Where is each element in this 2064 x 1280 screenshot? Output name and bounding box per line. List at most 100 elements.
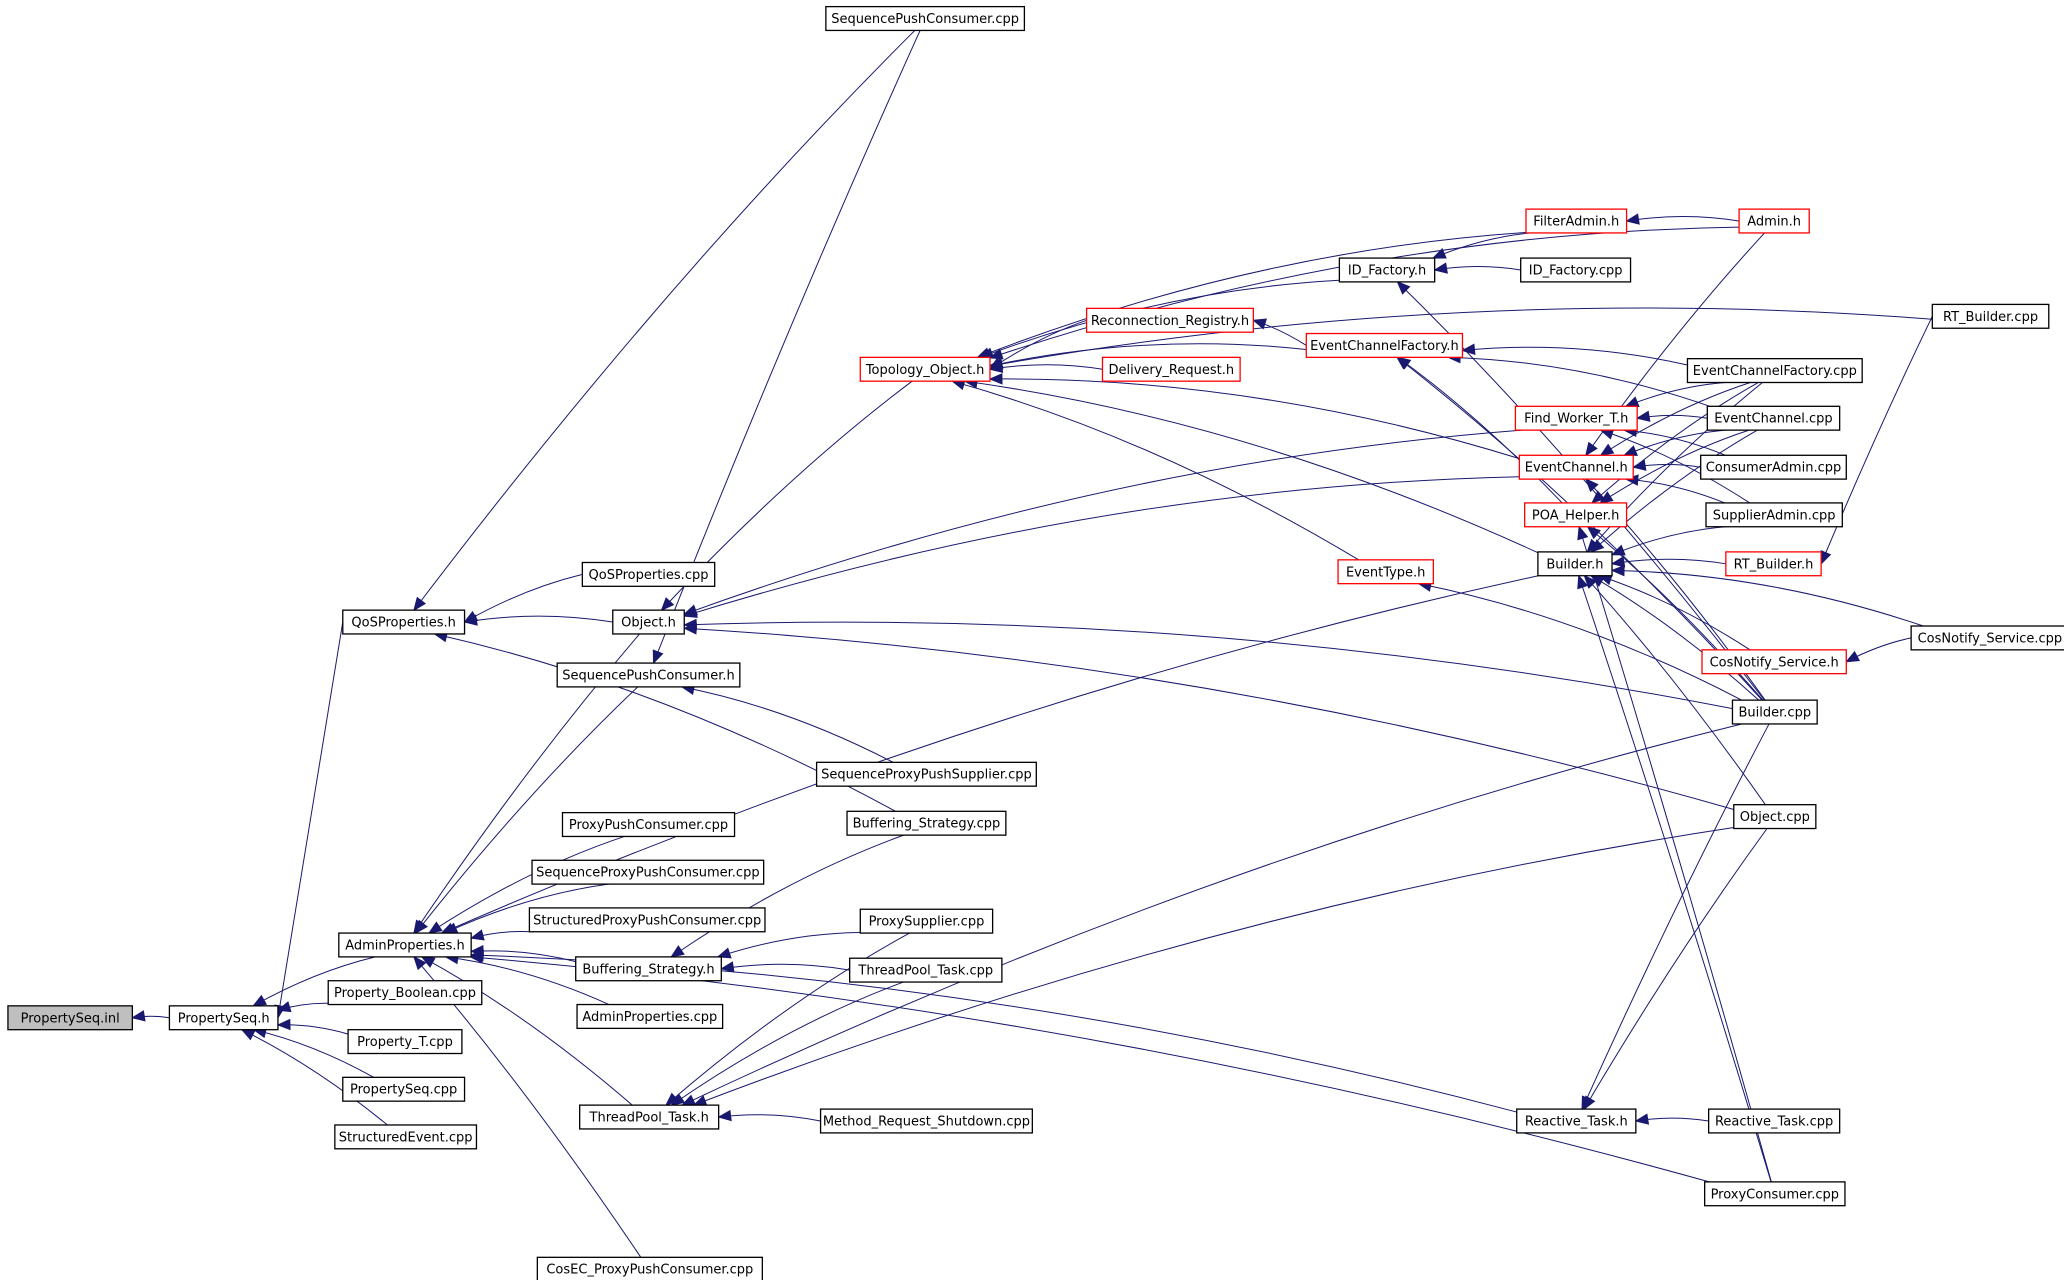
edge-filteradmin-h-to-topology-object-h bbox=[977, 231, 1527, 358]
node-supplieradmin-cpp[interactable]: SupplierAdmin.cpp bbox=[1705, 502, 1843, 528]
node-method-request-shutdown-cpp[interactable]: Method_Request_Shutdown.cpp bbox=[819, 1108, 1033, 1134]
node-property-boolean-cpp[interactable]: Property_Boolean.cpp bbox=[327, 980, 483, 1006]
node-threadpool-task-cpp[interactable]: ThreadPool_Task.cpp bbox=[849, 957, 1003, 983]
node-property-t-cpp[interactable]: Property_T.cpp bbox=[347, 1029, 463, 1055]
arrowhead-poa-helper-h bbox=[1591, 490, 1606, 504]
node-poa-helper-h[interactable]: POA_Helper.h bbox=[1524, 502, 1628, 528]
edge-delivery-request-h-to-topology-object-h bbox=[989, 364, 1103, 370]
node-qosproperties-h[interactable]: QoSProperties.h bbox=[342, 609, 466, 635]
arrowhead-poa-helper-h bbox=[1586, 525, 1601, 540]
arrowhead-filteradmin-h bbox=[1625, 213, 1640, 225]
node-buffering-strategy-cpp[interactable]: Buffering_Strategy.cpp bbox=[846, 810, 1007, 836]
node-label: SequencePushConsumer.cpp bbox=[831, 12, 1019, 27]
arrowhead-propertyseq-h bbox=[276, 1001, 292, 1013]
node-box bbox=[1518, 454, 1634, 480]
node-label: Object.cpp bbox=[1740, 810, 1810, 825]
node-builder-h[interactable]: Builder.h bbox=[1537, 551, 1613, 577]
node-qosproperties-cpp[interactable]: QoSProperties.cpp bbox=[581, 561, 716, 587]
node-box bbox=[561, 811, 736, 838]
node-delivery-request-h[interactable]: Delivery_Request.h bbox=[1101, 356, 1241, 382]
arrowhead-builder-h bbox=[1610, 564, 1625, 577]
node-box bbox=[576, 1003, 724, 1030]
node-sequenceproxypushsupplier-cpp[interactable]: SequenceProxyPushSupplier.cpp bbox=[815, 761, 1037, 787]
arrowhead-adminproperties-h bbox=[420, 956, 436, 968]
node-consumeradmin-cpp[interactable]: ConsumerAdmin.cpp bbox=[1700, 454, 1847, 480]
node-id-factory-h[interactable]: ID_Factory.h bbox=[1338, 257, 1436, 283]
node-proxypushconsumer-cpp[interactable]: ProxyPushConsumer.cpp bbox=[561, 811, 736, 838]
node-builder-cpp[interactable]: Builder.cpp bbox=[1731, 699, 1818, 725]
node-box bbox=[1733, 804, 1817, 830]
edge-proxyconsumer-cpp-to-adminproperties-h bbox=[470, 956, 1710, 1183]
node-proxysupplier-cpp[interactable]: ProxySupplier.cpp bbox=[859, 908, 994, 934]
node-topology-object-h[interactable]: Topology_Object.h bbox=[859, 356, 991, 382]
node-label: ConsumerAdmin.cpp bbox=[1706, 461, 1842, 476]
node-label: StructuredProxyPushConsumer.cpp bbox=[533, 913, 761, 928]
node-sequenceproxypushconsumer-cpp[interactable]: SequenceProxyPushConsumer.cpp bbox=[531, 859, 765, 885]
node-cosec-proxypushconsumer-cpp[interactable]: CosEC_ProxyPushConsumer.cpp bbox=[536, 1256, 763, 1280]
arrowhead-buffering-strategy-h bbox=[716, 947, 732, 959]
edge-sequencepushconsumer-h-to-adminproperties-h bbox=[415, 686, 639, 934]
node-object-cpp[interactable]: Object.cpp bbox=[1733, 804, 1817, 830]
arrowhead-adminproperties-h bbox=[469, 952, 484, 964]
node-propertyseq-cpp[interactable]: PropertySeq.cpp bbox=[342, 1076, 466, 1102]
node-propertyseq-inl[interactable]: PropertySeq.inl bbox=[7, 1005, 133, 1031]
node-box bbox=[815, 761, 1037, 787]
edge-qosproperties-h-to-propertyseq-h bbox=[277, 621, 344, 1018]
node-structuredevent-cpp[interactable]: StructuredEvent.cpp bbox=[334, 1124, 478, 1150]
node-eventchannel-h[interactable]: EventChannel.h bbox=[1518, 454, 1634, 480]
node-eventchannel-cpp[interactable]: EventChannel.cpp bbox=[1706, 405, 1841, 431]
node-eventchannelfactory-cpp[interactable]: EventChannelFactory.cpp bbox=[1686, 358, 1863, 384]
node-box bbox=[1085, 307, 1255, 333]
edge-proxyconsumer-cpp-to-builder-h bbox=[1578, 575, 1772, 1183]
node-box bbox=[1520, 257, 1632, 283]
node-find-worker-t-h[interactable]: Find_Worker_T.h bbox=[1514, 405, 1638, 431]
node-eventtype-h[interactable]: EventType.h bbox=[1337, 559, 1435, 585]
node-label: POA_Helper.h bbox=[1532, 508, 1619, 523]
edge-eventchannelfactory-cpp-to-poa-helper-h bbox=[1591, 382, 1759, 504]
node-box bbox=[556, 662, 741, 688]
arrowhead-object-h bbox=[682, 623, 698, 635]
node-label: AdminProperties.h bbox=[345, 938, 465, 953]
arrowhead-id-factory-h bbox=[1431, 247, 1447, 259]
node-id-factory-cpp[interactable]: ID_Factory.cpp bbox=[1520, 257, 1632, 283]
node-structuredproxypushconsumer-cpp[interactable]: StructuredProxyPushConsumer.cpp bbox=[528, 907, 766, 933]
node-admin-h[interactable]: Admin.h bbox=[1738, 208, 1810, 234]
edge-object-cpp-to-threadpool-task-h bbox=[693, 827, 1734, 1106]
node-sequencepushconsumer-cpp[interactable]: SequencePushConsumer.cpp bbox=[825, 5, 1026, 32]
node-cosnotify-service-h[interactable]: CosNotify_Service.h bbox=[1701, 649, 1847, 675]
node-object-h[interactable]: Object.h bbox=[612, 609, 685, 635]
node-sequencepushconsumer-h[interactable]: SequencePushConsumer.h bbox=[556, 662, 741, 688]
edge-poa-helper-h-to-eventchannelfactory-h bbox=[1397, 356, 1563, 504]
node-cosnotify-service-cpp[interactable]: CosNotify_Service.cpp bbox=[1910, 625, 2064, 651]
node-eventchannelfactory-h[interactable]: EventChannelFactory.h bbox=[1305, 332, 1464, 358]
node-reactive-task-h[interactable]: Reactive_Task.h bbox=[1516, 1108, 1637, 1134]
arrowhead-sequencepushconsumer-h bbox=[652, 649, 664, 665]
node-label: RT_Builder.h bbox=[1734, 557, 1814, 572]
node-filteradmin-h[interactable]: FilterAdmin.h bbox=[1525, 208, 1628, 234]
arrowhead-eventchannelfactory-h bbox=[1461, 343, 1476, 355]
node-label: ID_Factory.cpp bbox=[1529, 263, 1623, 278]
node-box bbox=[342, 1076, 466, 1102]
node-rt-builder-h[interactable]: RT_Builder.h bbox=[1725, 551, 1822, 577]
edge-proxypushconsumer-cpp-to-adminproperties-h bbox=[428, 835, 625, 934]
edge-builder-cpp-to-reactive-task-h bbox=[1581, 723, 1770, 1110]
node-reactive-task-cpp[interactable]: Reactive_Task.cpp bbox=[1707, 1108, 1841, 1134]
node-proxyconsumer-cpp[interactable]: ProxyConsumer.cpp bbox=[1704, 1181, 1846, 1207]
arrowhead-id-factory-h bbox=[1433, 262, 1448, 274]
node-label: CosEC_ProxyPushConsumer.cpp bbox=[546, 1263, 753, 1278]
edge-proxysupplier-cpp-to-threadpool-task-h bbox=[665, 932, 910, 1106]
node-adminproperties-cpp[interactable]: AdminProperties.cpp bbox=[576, 1003, 724, 1030]
node-threadpool-task-h[interactable]: ThreadPool_Task.h bbox=[579, 1104, 720, 1130]
node-label: Admin.h bbox=[1747, 215, 1801, 230]
node-box bbox=[1537, 551, 1613, 577]
node-adminproperties-h[interactable]: AdminProperties.h bbox=[338, 932, 472, 958]
node-propertyseq-h[interactable]: PropertySeq.h bbox=[168, 1005, 279, 1031]
node-buffering-strategy-h[interactable]: Buffering_Strategy.h bbox=[575, 956, 722, 982]
node-label: ProxySupplier.cpp bbox=[869, 915, 985, 930]
edge-eventchannelfactory-cpp-to-find-worker-t-h bbox=[1625, 381, 1726, 407]
edge-supplieradmin-cpp-to-builder-h bbox=[1611, 526, 1726, 556]
arrowhead-reconnection-registry-h bbox=[1252, 318, 1268, 330]
node-rt-builder-cpp[interactable]: RT_Builder.cpp bbox=[1931, 303, 2050, 329]
node-label: PropertySeq.inl bbox=[21, 1011, 120, 1026]
node-reconnection-registry-h[interactable]: Reconnection_Registry.h bbox=[1085, 307, 1255, 333]
